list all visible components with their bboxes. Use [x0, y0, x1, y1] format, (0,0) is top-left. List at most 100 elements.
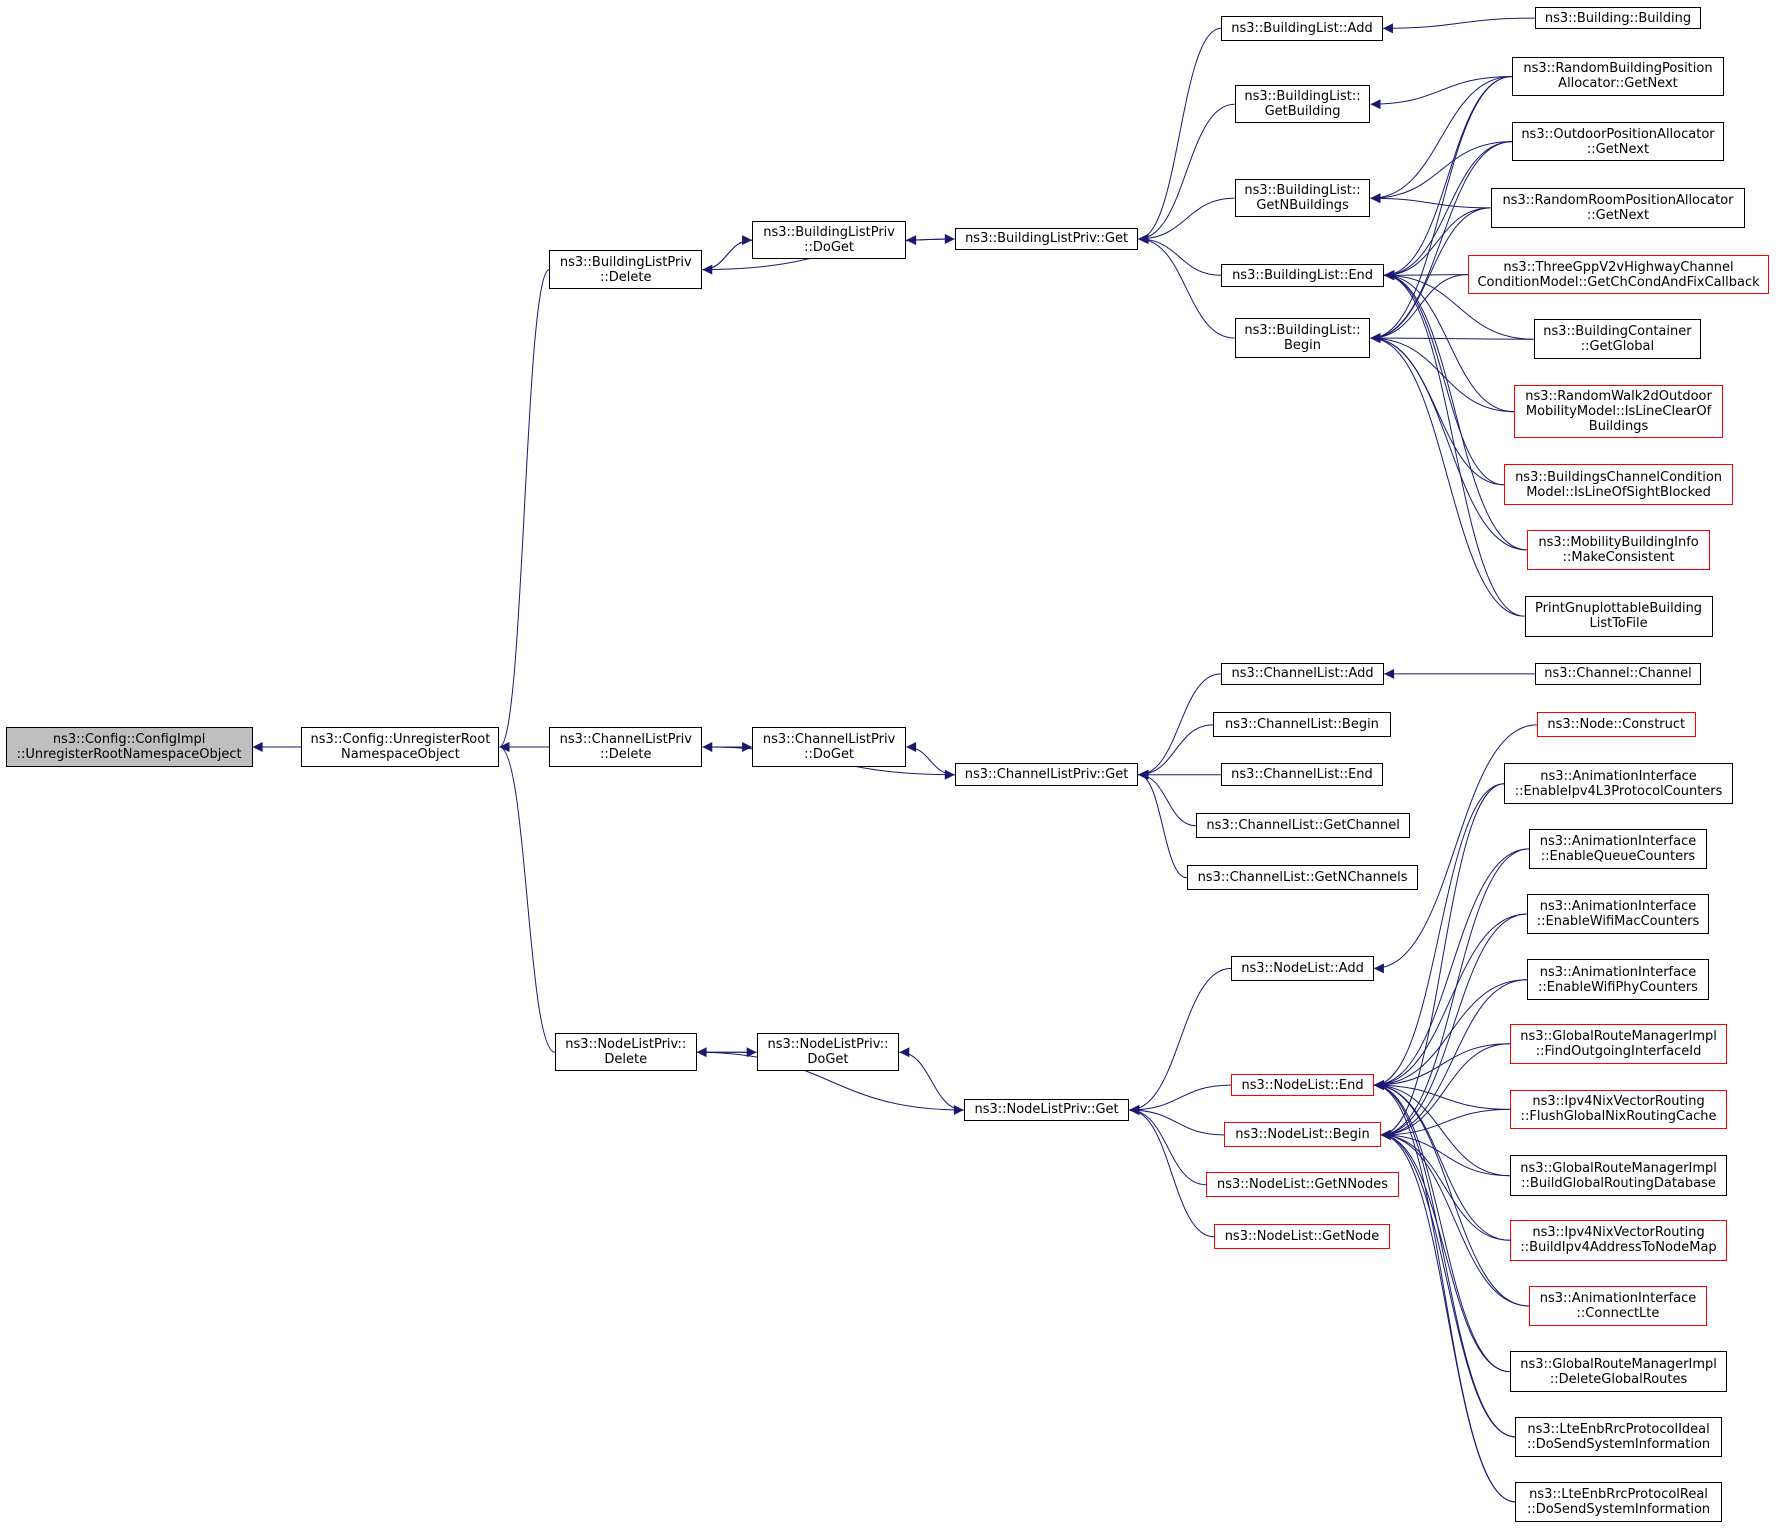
call-edge — [1380, 913, 1527, 1140]
node-ipv4nixvectorrouting-flush[interactable]: ns3::Ipv4NixVectorRouting ::FlushGlobalN… — [1509, 1089, 1728, 1130]
node-globalroutemanagerimpl-deleteglobalroutes[interactable]: ns3::GlobalRouteManagerImpl ::DeleteGlob… — [1509, 1351, 1728, 1393]
node-globalroutemanagerimpl-buildglobalroutingdatabase[interactable]: ns3::GlobalRouteManagerImpl ::BuildGloba… — [1509, 1155, 1728, 1197]
call-edge — [1373, 1080, 1510, 1177]
node-buildinglist-add[interactable]: ns3::BuildingList::Add — [1221, 15, 1383, 41]
call-edge — [1138, 233, 1222, 276]
node-buildinglist-begin[interactable]: ns3::BuildingList:: Begin — [1234, 318, 1371, 358]
call-edge — [1370, 333, 1534, 344]
call-edge — [1384, 270, 1468, 281]
call-edge — [1138, 769, 1188, 879]
node-animationinterface-enableipv4l3[interactable]: ns3::AnimationInterface ::EnableIpv4L3Pr… — [1504, 763, 1733, 805]
call-edge — [696, 1051, 964, 1115]
node-animationinterface-enablequeuecounters[interactable]: ns3::AnimationInterface ::EnableQueueCou… — [1529, 829, 1707, 869]
node-channellistpriv-get[interactable]: ns3::ChannelListPriv::Get — [954, 763, 1139, 787]
call-edge — [1373, 783, 1505, 1091]
call-edge — [1373, 1043, 1510, 1091]
node-channellistpriv-delete[interactable]: ns3::ChannelListPriv ::Delete — [549, 727, 703, 767]
call-edge — [1138, 673, 1222, 780]
node-nodelist-end[interactable]: ns3::NodeList::End — [1231, 1073, 1374, 1097]
node-nodelistpriv-doget[interactable]: ns3::NodeListPriv:: DoGet — [756, 1032, 900, 1072]
node-building-building[interactable]: ns3::Building::Building — [1534, 6, 1702, 30]
call-edge — [1384, 270, 1515, 413]
call-edge — [1380, 1129, 1516, 1503]
call-edge — [1380, 1129, 1510, 1373]
node-globalroutemanagerimpl-findoutgoinginterfaceid[interactable]: ns3::GlobalRouteManagerImpl ::FindOutgoi… — [1509, 1023, 1728, 1064]
node-channellist-getchannel[interactable]: ns3::ChannelList::GetChannel — [1196, 813, 1411, 839]
node-channel-channel[interactable]: ns3::Channel::Channel — [1534, 662, 1702, 686]
node-animationinterface-enablewifiphycounters[interactable]: ns3::AnimationInterface ::EnableWifiPhyC… — [1526, 959, 1710, 1001]
call-edge — [906, 741, 955, 776]
call-edge — [1373, 913, 1527, 1091]
call-edge — [1380, 1129, 1510, 1177]
node-buildinglistpriv-get[interactable]: ns3::BuildingListPriv::Get — [954, 227, 1139, 251]
call-edge — [1129, 967, 1232, 1115]
node-randomroompositionallocator-getnext[interactable]: ns3::RandomRoomPositionAllocator ::GetNe… — [1490, 188, 1746, 228]
node-channellist-add[interactable]: ns3::ChannelList::Add — [1221, 662, 1385, 686]
node-nodelist-getnnodes[interactable]: ns3::NodeList::GetNNodes — [1206, 1172, 1399, 1198]
node-lteenbrrcprotocolideal-dosendsysteminformation[interactable]: ns3::LteEnbRrcProtocolIdeal ::DoSendSyst… — [1515, 1416, 1722, 1457]
call-edge — [1380, 979, 1527, 1140]
node-root-configimpl-unregister: ns3::Config::ConfigImpl ::UnregisterRoot… — [5, 727, 253, 767]
call-edge — [1370, 141, 1513, 204]
node-animationinterface-enablewifimaccounters[interactable]: ns3::AnimationInterface ::EnableWifiMacC… — [1526, 893, 1710, 935]
node-buildinglist-end[interactable]: ns3::BuildingList::End — [1221, 263, 1385, 287]
call-edge — [1384, 75, 1513, 281]
call-edge — [1380, 783, 1505, 1140]
call-edge — [1138, 27, 1222, 244]
call-edge — [1370, 333, 1505, 486]
node-animationinterface-connectlte[interactable]: ns3::AnimationInterface ::ConnectLte — [1529, 1285, 1707, 1327]
node-lteenbrrcprotocolreal-dosendsysteminformation[interactable]: ns3::LteEnbRrcProtocolReal ::DoSendSyste… — [1515, 1481, 1722, 1523]
call-edge — [1370, 75, 1513, 204]
node-buildinglist-getnbuildings[interactable]: ns3::BuildingList:: GetNBuildings — [1234, 178, 1371, 218]
node-threegppv2vhighway-getchcond[interactable]: ns3::ThreeGppV2vHighwayChannel Condition… — [1467, 254, 1770, 295]
call-edge — [1370, 333, 1525, 617]
node-channellist-begin[interactable]: ns3::ChannelList::Begin — [1213, 712, 1391, 738]
node-channellist-getnchannels[interactable]: ns3::ChannelList::GetNChannels — [1187, 865, 1419, 891]
node-config-unregister-root[interactable]: ns3::Config::UnregisterRoot NamespaceObj… — [301, 727, 500, 767]
call-edge — [1384, 270, 1527, 551]
node-buildinglistpriv-doget[interactable]: ns3::BuildingListPriv ::DoGet — [752, 220, 907, 260]
node-nodelistpriv-delete[interactable]: ns3::NodeListPriv:: Delete — [555, 1032, 697, 1072]
node-channellistpriv-doget[interactable]: ns3::ChannelListPriv ::DoGet — [752, 727, 907, 767]
call-edge — [1138, 769, 1197, 827]
call-edge — [1370, 75, 1513, 110]
node-randomwalk2doutdoor-islineclear[interactable]: ns3::RandomWalk2dOutdoor MobilityModel::… — [1514, 385, 1723, 439]
call-edge — [1370, 274, 1468, 344]
node-nodelistpriv-get[interactable]: ns3::NodeListPriv::Get — [963, 1098, 1130, 1122]
call-edge — [1138, 197, 1235, 244]
node-nodelist-getnode[interactable]: ns3::NodeList::GetNode — [1214, 1224, 1390, 1250]
call-edge — [1380, 1043, 1510, 1140]
call-edge — [1373, 848, 1530, 1091]
node-node-construct[interactable]: ns3::Node::Construct — [1537, 712, 1696, 738]
call-edge — [1129, 1105, 1225, 1136]
call-edge — [499, 269, 550, 752]
node-buildinglist-getbuilding[interactable]: ns3::BuildingList:: GetBuilding — [1234, 84, 1371, 124]
node-buildingschannelcondition-islineofsightblocked[interactable]: ns3::BuildingsChannelCondition Model::Is… — [1504, 464, 1733, 506]
node-mobilitybuildinginfo-makeconsistent[interactable]: ns3::MobilityBuildingInfo ::MakeConsiste… — [1526, 530, 1711, 570]
call-edge — [499, 742, 556, 1053]
call-edge — [1384, 270, 1534, 340]
call-edge — [1380, 1108, 1510, 1140]
node-ipv4nixvectorrouting-buildipv4addresstonodemap[interactable]: ns3::Ipv4NixVectorRouting ::BuildIpv4Add… — [1509, 1219, 1728, 1261]
call-edge — [899, 1047, 964, 1111]
node-randombuildingpositionallocator-getnext[interactable]: ns3::RandomBuildingPosition Allocator::G… — [1512, 56, 1724, 97]
node-nodelist-begin[interactable]: ns3::NodeList::Begin — [1224, 1122, 1381, 1148]
call-edge — [1380, 848, 1530, 1140]
call-edge — [1138, 724, 1214, 780]
node-buildingcontainer-getglobal[interactable]: ns3::BuildingContainer ::GetGlobal — [1533, 319, 1702, 360]
call-edge — [1129, 1084, 1232, 1115]
node-printgnuplottablebuildinglisttofile[interactable]: PrintGnuplottableBuilding ListToFile — [1524, 595, 1713, 637]
call-edge — [1370, 333, 1515, 413]
call-edge — [1373, 1080, 1530, 1307]
node-outdoorpositionallocator-getnext[interactable]: ns3::OutdoorPositionAllocator ::GetNext — [1512, 122, 1724, 161]
call-edge — [1384, 141, 1513, 281]
call-edge — [1370, 193, 1491, 209]
node-channellist-end[interactable]: ns3::ChannelList::End — [1221, 763, 1383, 787]
node-nodelist-add[interactable]: ns3::NodeList::Add — [1231, 955, 1374, 981]
call-edge — [1370, 75, 1513, 344]
node-buildinglistpriv-delete[interactable]: ns3::BuildingListPriv ::Delete — [549, 250, 703, 289]
call-edge — [1370, 333, 1527, 551]
call-edge — [1129, 1105, 1207, 1186]
call-edge — [1380, 1129, 1510, 1241]
